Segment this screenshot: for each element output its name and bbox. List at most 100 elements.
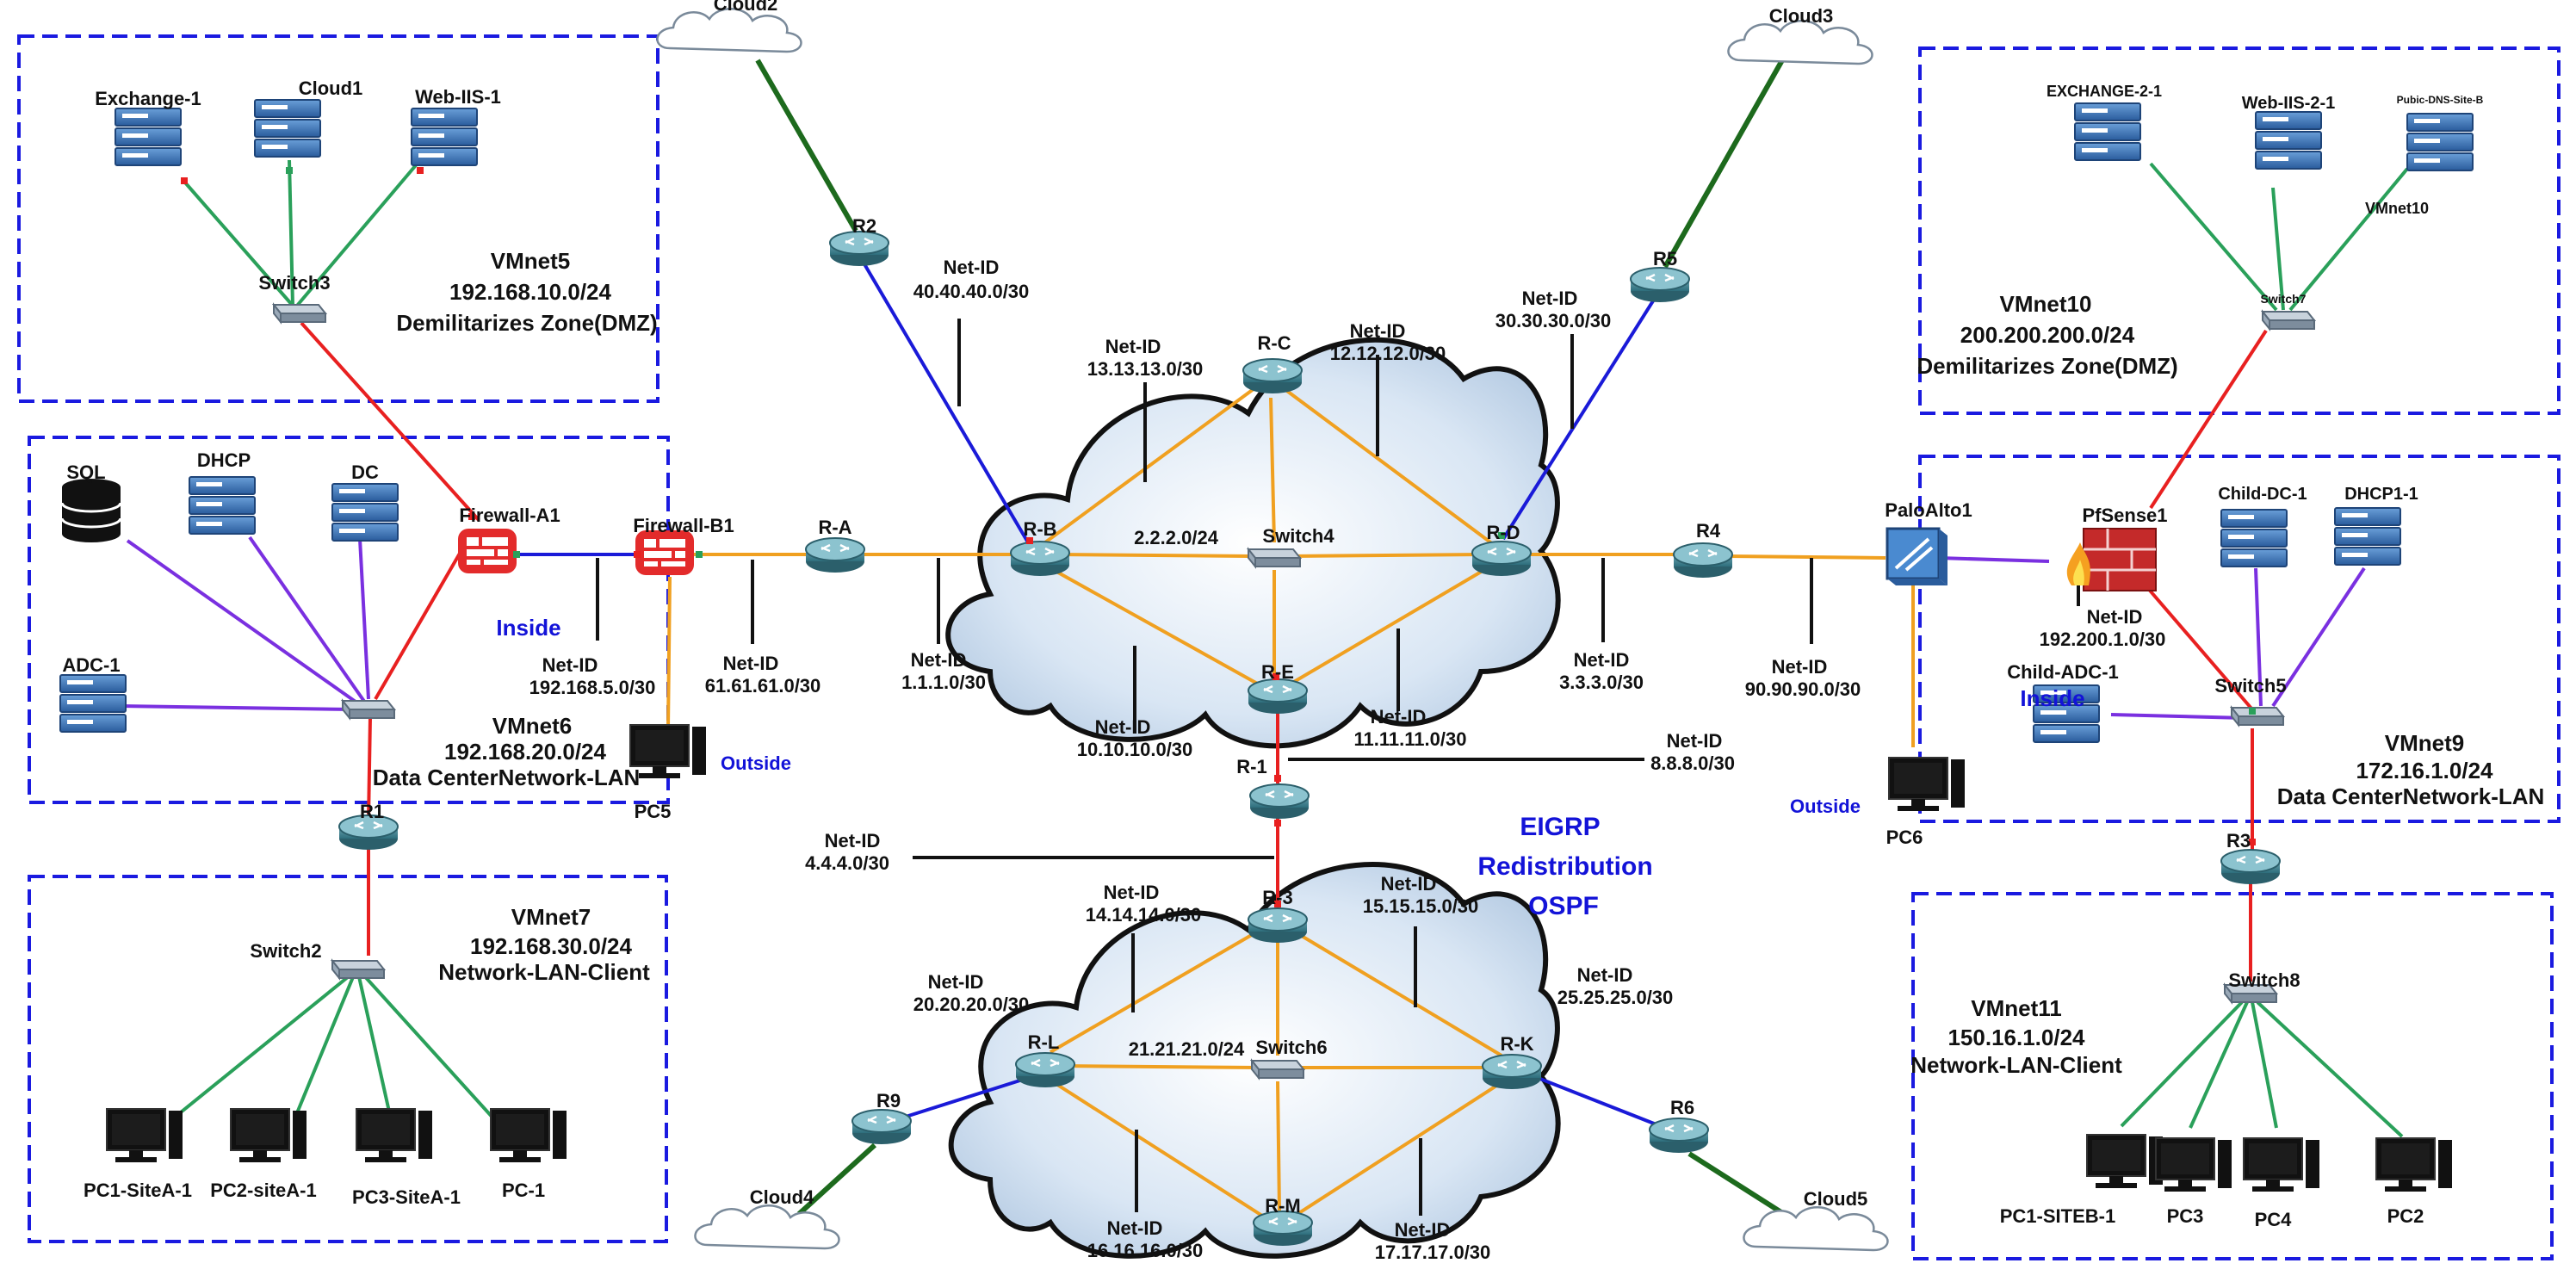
pc-icon[interactable] <box>2155 1137 2232 1192</box>
net-id-caption: Net-ID <box>1107 1217 1163 1239</box>
node-label: PC5 <box>635 801 672 822</box>
pc-icon[interactable] <box>356 1108 433 1163</box>
node-label: Cloud5 <box>1804 1188 1868 1210</box>
net-id-value: 30.30.30.0/30 <box>1495 310 1612 331</box>
net-id-caption: Net-ID <box>1667 730 1723 752</box>
router-icon[interactable] <box>1648 1117 1710 1155</box>
server-icon[interactable] <box>2406 113 2474 171</box>
port-markers <box>181 167 2256 907</box>
net-id-caption: Net-ID <box>1395 1219 1451 1241</box>
node-label: R2 <box>852 215 876 237</box>
node-label: R-K <box>1500 1033 1533 1055</box>
net-id-value: 17.17.17.0/30 <box>1375 1242 1491 1263</box>
server-icon[interactable] <box>189 476 256 535</box>
pc-icon[interactable] <box>230 1108 307 1163</box>
router-icon[interactable] <box>2220 848 2282 886</box>
node-label: SQL <box>66 461 105 483</box>
zone-title: VMnet9 <box>2385 730 2464 756</box>
protocol-label: EIGRP <box>1520 813 1600 841</box>
router-icon[interactable] <box>1242 357 1303 395</box>
net-id-caption: Net-ID <box>2087 606 2143 628</box>
router-icon[interactable] <box>1672 542 1734 579</box>
router-icon[interactable] <box>1014 1051 1076 1089</box>
cloud-icon[interactable] <box>694 1204 840 1250</box>
zone-box-vmnet9 <box>1918 455 2561 823</box>
cloud-icon[interactable] <box>1727 19 1873 65</box>
pc-icon[interactable] <box>490 1108 567 1163</box>
server-icon[interactable] <box>2074 102 2141 161</box>
cloud-icon[interactable] <box>1743 1205 1889 1252</box>
node-label: R4 <box>1696 520 1721 542</box>
router-icon[interactable] <box>851 1108 913 1146</box>
switch-icon[interactable] <box>331 960 385 979</box>
paloalto-firewall-icon[interactable] <box>1886 527 1947 585</box>
switch-icon[interactable] <box>2262 311 2315 330</box>
net-id-caption: Net-ID <box>825 830 881 851</box>
firewall-icon[interactable] <box>635 530 694 575</box>
pc-icon[interactable] <box>2243 1137 2320 1192</box>
node-label: PC4 <box>2255 1209 2293 1230</box>
net-id-value: 40.40.40.0/30 <box>913 281 1030 302</box>
router-icon[interactable] <box>1471 540 1533 578</box>
net-id-caption: Net-ID <box>1381 873 1437 895</box>
node-label: Switch2 <box>250 940 321 962</box>
zone-title: VMnet11 <box>1971 995 2062 1021</box>
net-id-value: 25.25.25.0/30 <box>1557 987 1674 1008</box>
router-icon[interactable] <box>1629 266 1691 304</box>
router-icon[interactable] <box>1252 1210 1314 1248</box>
net-id-value: 3.3.3.0/30 <box>1559 672 1644 693</box>
switch-icon[interactable] <box>342 700 395 719</box>
server-icon[interactable] <box>59 674 127 733</box>
router-icon[interactable] <box>1247 907 1309 944</box>
node-label: Web-IIS-1 <box>415 86 501 108</box>
server-icon[interactable] <box>2220 509 2288 567</box>
node-label: R-B <box>1023 518 1056 540</box>
server-icon[interactable] <box>115 108 182 166</box>
switch-icon[interactable] <box>1248 548 1301 567</box>
net-id-caption: Net-ID <box>944 257 1000 278</box>
router-icon[interactable] <box>1481 1053 1543 1091</box>
net-id-caption: Net-ID <box>1105 336 1161 357</box>
pc-icon[interactable] <box>2375 1137 2453 1192</box>
pc-icon[interactable] <box>2086 1134 2164 1189</box>
node-label: R-M <box>1265 1195 1301 1217</box>
server-icon[interactable] <box>2255 111 2322 170</box>
switch-icon[interactable] <box>1251 1060 1304 1079</box>
pfsense-firewall-icon[interactable] <box>2066 528 2157 591</box>
pc-icon[interactable] <box>106 1108 183 1163</box>
router-icon[interactable] <box>1247 678 1309 715</box>
pc-icon[interactable] <box>1888 757 1966 812</box>
net-id-caption: Net-ID <box>1350 320 1406 342</box>
node-label: Child-ADC-1 <box>2007 661 2119 683</box>
net-id-value: 21.21.21.0/24 <box>1129 1038 1245 1060</box>
net-id-caption: Net-ID <box>1095 716 1151 738</box>
net-id-value: 12.12.12.0/30 <box>1330 343 1446 364</box>
router-icon[interactable] <box>828 230 890 268</box>
node-label: Switch3 <box>258 272 330 294</box>
firewall-icon[interactable] <box>458 529 517 573</box>
database-icon[interactable] <box>60 479 122 542</box>
zone-subnet: 172.16.1.0/24 <box>2356 758 2493 783</box>
core-cloud-upper <box>945 337 1561 749</box>
router-icon[interactable] <box>1248 783 1310 820</box>
pc-icon[interactable] <box>629 724 707 779</box>
net-id-value: 16.16.16.0/30 <box>1087 1240 1204 1261</box>
cloud-icon[interactable] <box>656 7 802 53</box>
net-id-value: 8.8.8.0/30 <box>1650 752 1735 774</box>
server-icon[interactable] <box>254 99 321 158</box>
switch-icon[interactable] <box>273 304 326 323</box>
node-label: Cloud4 <box>750 1186 814 1208</box>
router-icon[interactable] <box>804 536 866 574</box>
net-id-caption: Net-ID <box>1371 706 1427 728</box>
server-icon[interactable] <box>2334 507 2401 566</box>
server-icon[interactable] <box>331 483 399 542</box>
node-label: Switch8 <box>2228 969 2300 991</box>
switch-icon[interactable] <box>2231 707 2284 726</box>
server-icon[interactable] <box>411 108 478 166</box>
node-label: R-E <box>1261 661 1294 683</box>
node-label: R9 <box>876 1090 901 1112</box>
router-icon[interactable] <box>1009 540 1071 578</box>
node-label: PC1-SiteA-1 <box>84 1180 192 1201</box>
zone-box-vmnet10 <box>1918 46 2561 415</box>
net-id-caption: Net-ID <box>928 971 984 993</box>
